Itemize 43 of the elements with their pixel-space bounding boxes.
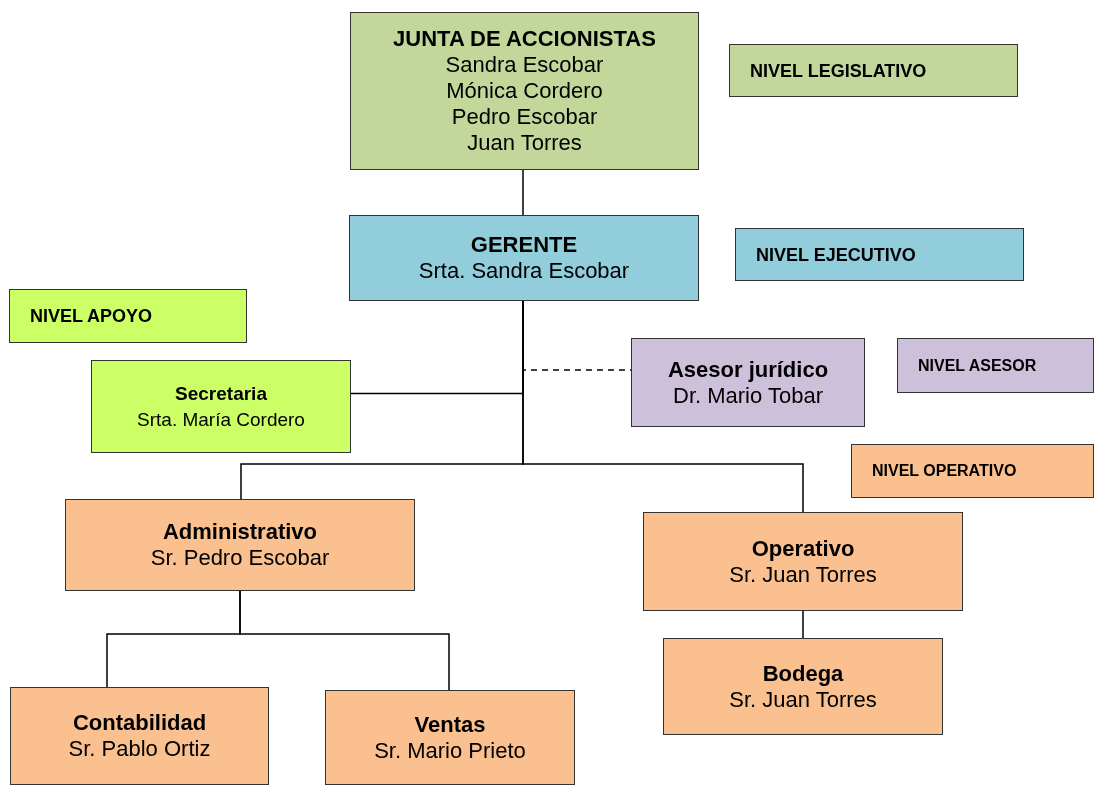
person-name: Juan Torres	[467, 130, 582, 156]
level-label-box	[729, 44, 1018, 97]
person-name: Sandra Escobar	[445, 52, 604, 78]
unit-title: Ventas	[414, 711, 486, 738]
unit-title: Contabilidad	[72, 710, 207, 736]
level-label-box	[851, 444, 1094, 498]
level-label: NIVEL LEGISLATIVO	[750, 59, 927, 83]
unit-title: Administrativo	[163, 519, 317, 545]
connector-line	[802, 610, 804, 639]
level-label-box	[897, 338, 1094, 393]
level-label-box	[9, 289, 247, 343]
unit-title: JUNTA DE ACCIONISTAS	[393, 26, 656, 52]
level-label: NIVEL ASESOR	[918, 355, 1037, 376]
unit-title: Secretaria	[175, 381, 267, 406]
person-name: Sr. Mario Prieto	[374, 737, 526, 764]
person-name: Srta. Sandra Escobar	[418, 258, 630, 284]
person-name: Sr. Pedro Escobar	[150, 545, 330, 571]
unit-title: Bodega	[762, 660, 844, 687]
level-label: NIVEL APOYO	[30, 305, 153, 328]
level-label-box	[735, 228, 1024, 281]
person-name: Pedro Escobar	[451, 104, 598, 130]
connector-line	[239, 590, 450, 691]
org-unit-box	[349, 215, 699, 301]
person-name: Sr. Pablo Ortiz	[68, 736, 211, 762]
person-name: Sr. Juan Torres	[729, 686, 877, 713]
unit-title: Asesor jurídico	[667, 356, 829, 383]
level-label: NIVEL EJECUTIVO	[756, 243, 916, 267]
person-name: Dr. Mario Tobar	[673, 382, 823, 409]
person-name: Mónica Cordero	[446, 78, 603, 104]
level-label: NIVEL OPERATIVO	[872, 461, 1017, 481]
org-unit-box	[65, 499, 415, 591]
unit-title: GERENTE	[470, 232, 578, 258]
person-name: Sr. Juan Torres	[729, 561, 877, 588]
unit-title: Operativo	[751, 535, 855, 562]
connector-line	[522, 169, 524, 216]
org-unit-box	[91, 360, 351, 453]
org-unit-box	[631, 338, 865, 427]
org-unit-box	[663, 638, 943, 735]
org-unit-box	[350, 12, 699, 170]
org-unit-box	[10, 687, 269, 785]
org-unit-box	[643, 512, 963, 611]
person-name: Srta. María Cordero	[137, 407, 305, 432]
org-unit-box	[325, 690, 575, 785]
